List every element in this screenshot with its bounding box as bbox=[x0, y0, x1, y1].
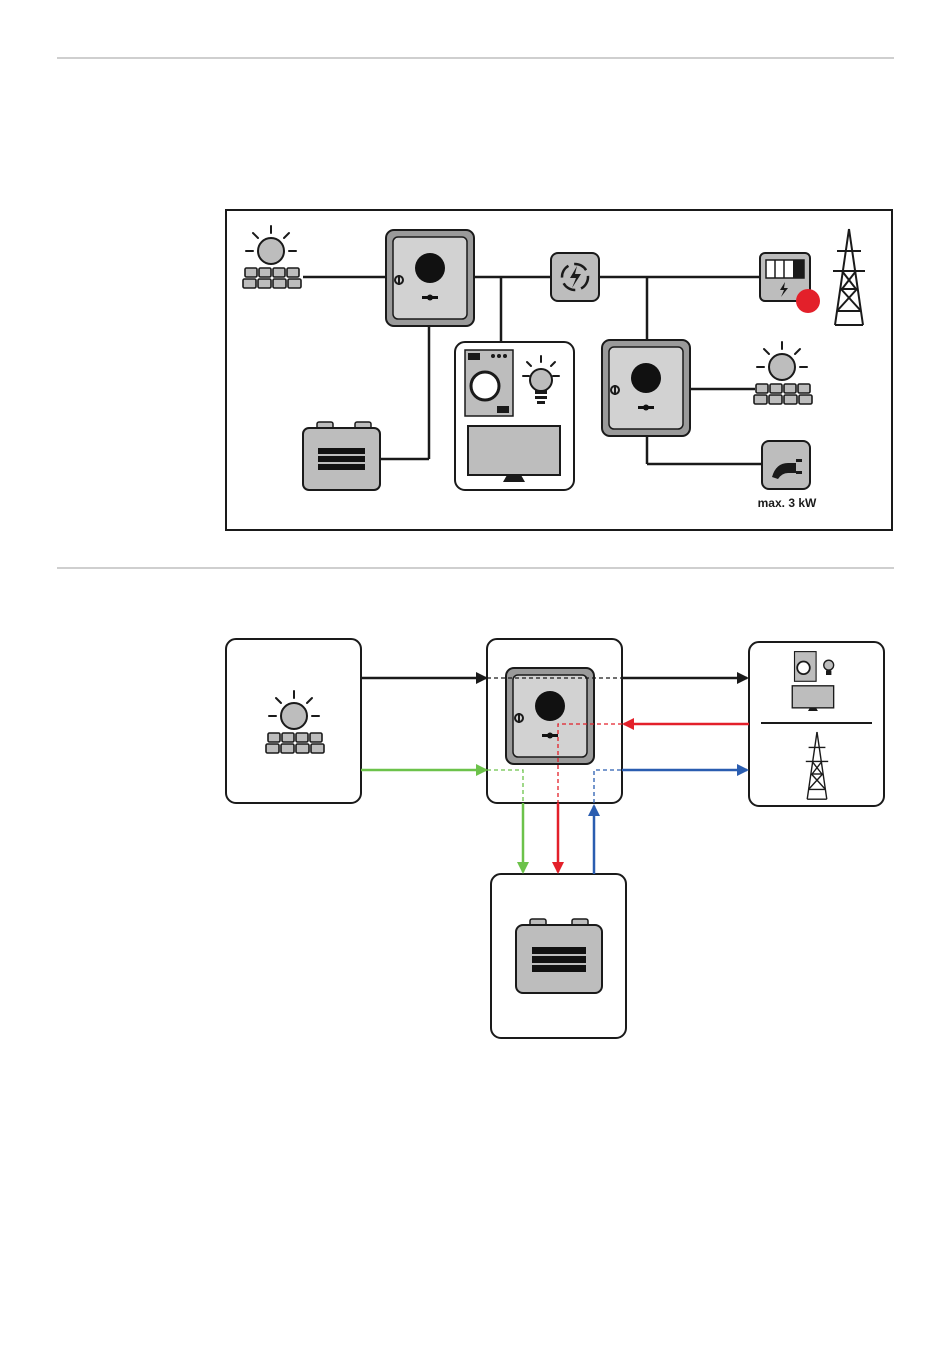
top-divider bbox=[57, 57, 894, 59]
system-diagram: max. 3 kW bbox=[225, 209, 893, 531]
alert-indicator bbox=[796, 289, 820, 313]
battery-icon bbox=[516, 919, 602, 993]
inverter-node bbox=[487, 639, 622, 803]
consumers-grid-node bbox=[749, 642, 884, 806]
inverter-icon bbox=[506, 668, 594, 764]
middle-divider bbox=[57, 567, 894, 569]
pv-node bbox=[226, 639, 361, 803]
outlet-label: max. 3 kW bbox=[758, 496, 817, 510]
outlet-icon bbox=[762, 441, 810, 489]
energy-flow-diagram bbox=[224, 636, 888, 1042]
backup-switch-icon bbox=[551, 253, 599, 301]
household-loads-icon bbox=[455, 342, 574, 490]
inverter-2-icon bbox=[602, 340, 690, 436]
battery-node bbox=[491, 874, 626, 1038]
inverter-icon bbox=[386, 230, 474, 326]
battery-icon bbox=[303, 422, 380, 490]
